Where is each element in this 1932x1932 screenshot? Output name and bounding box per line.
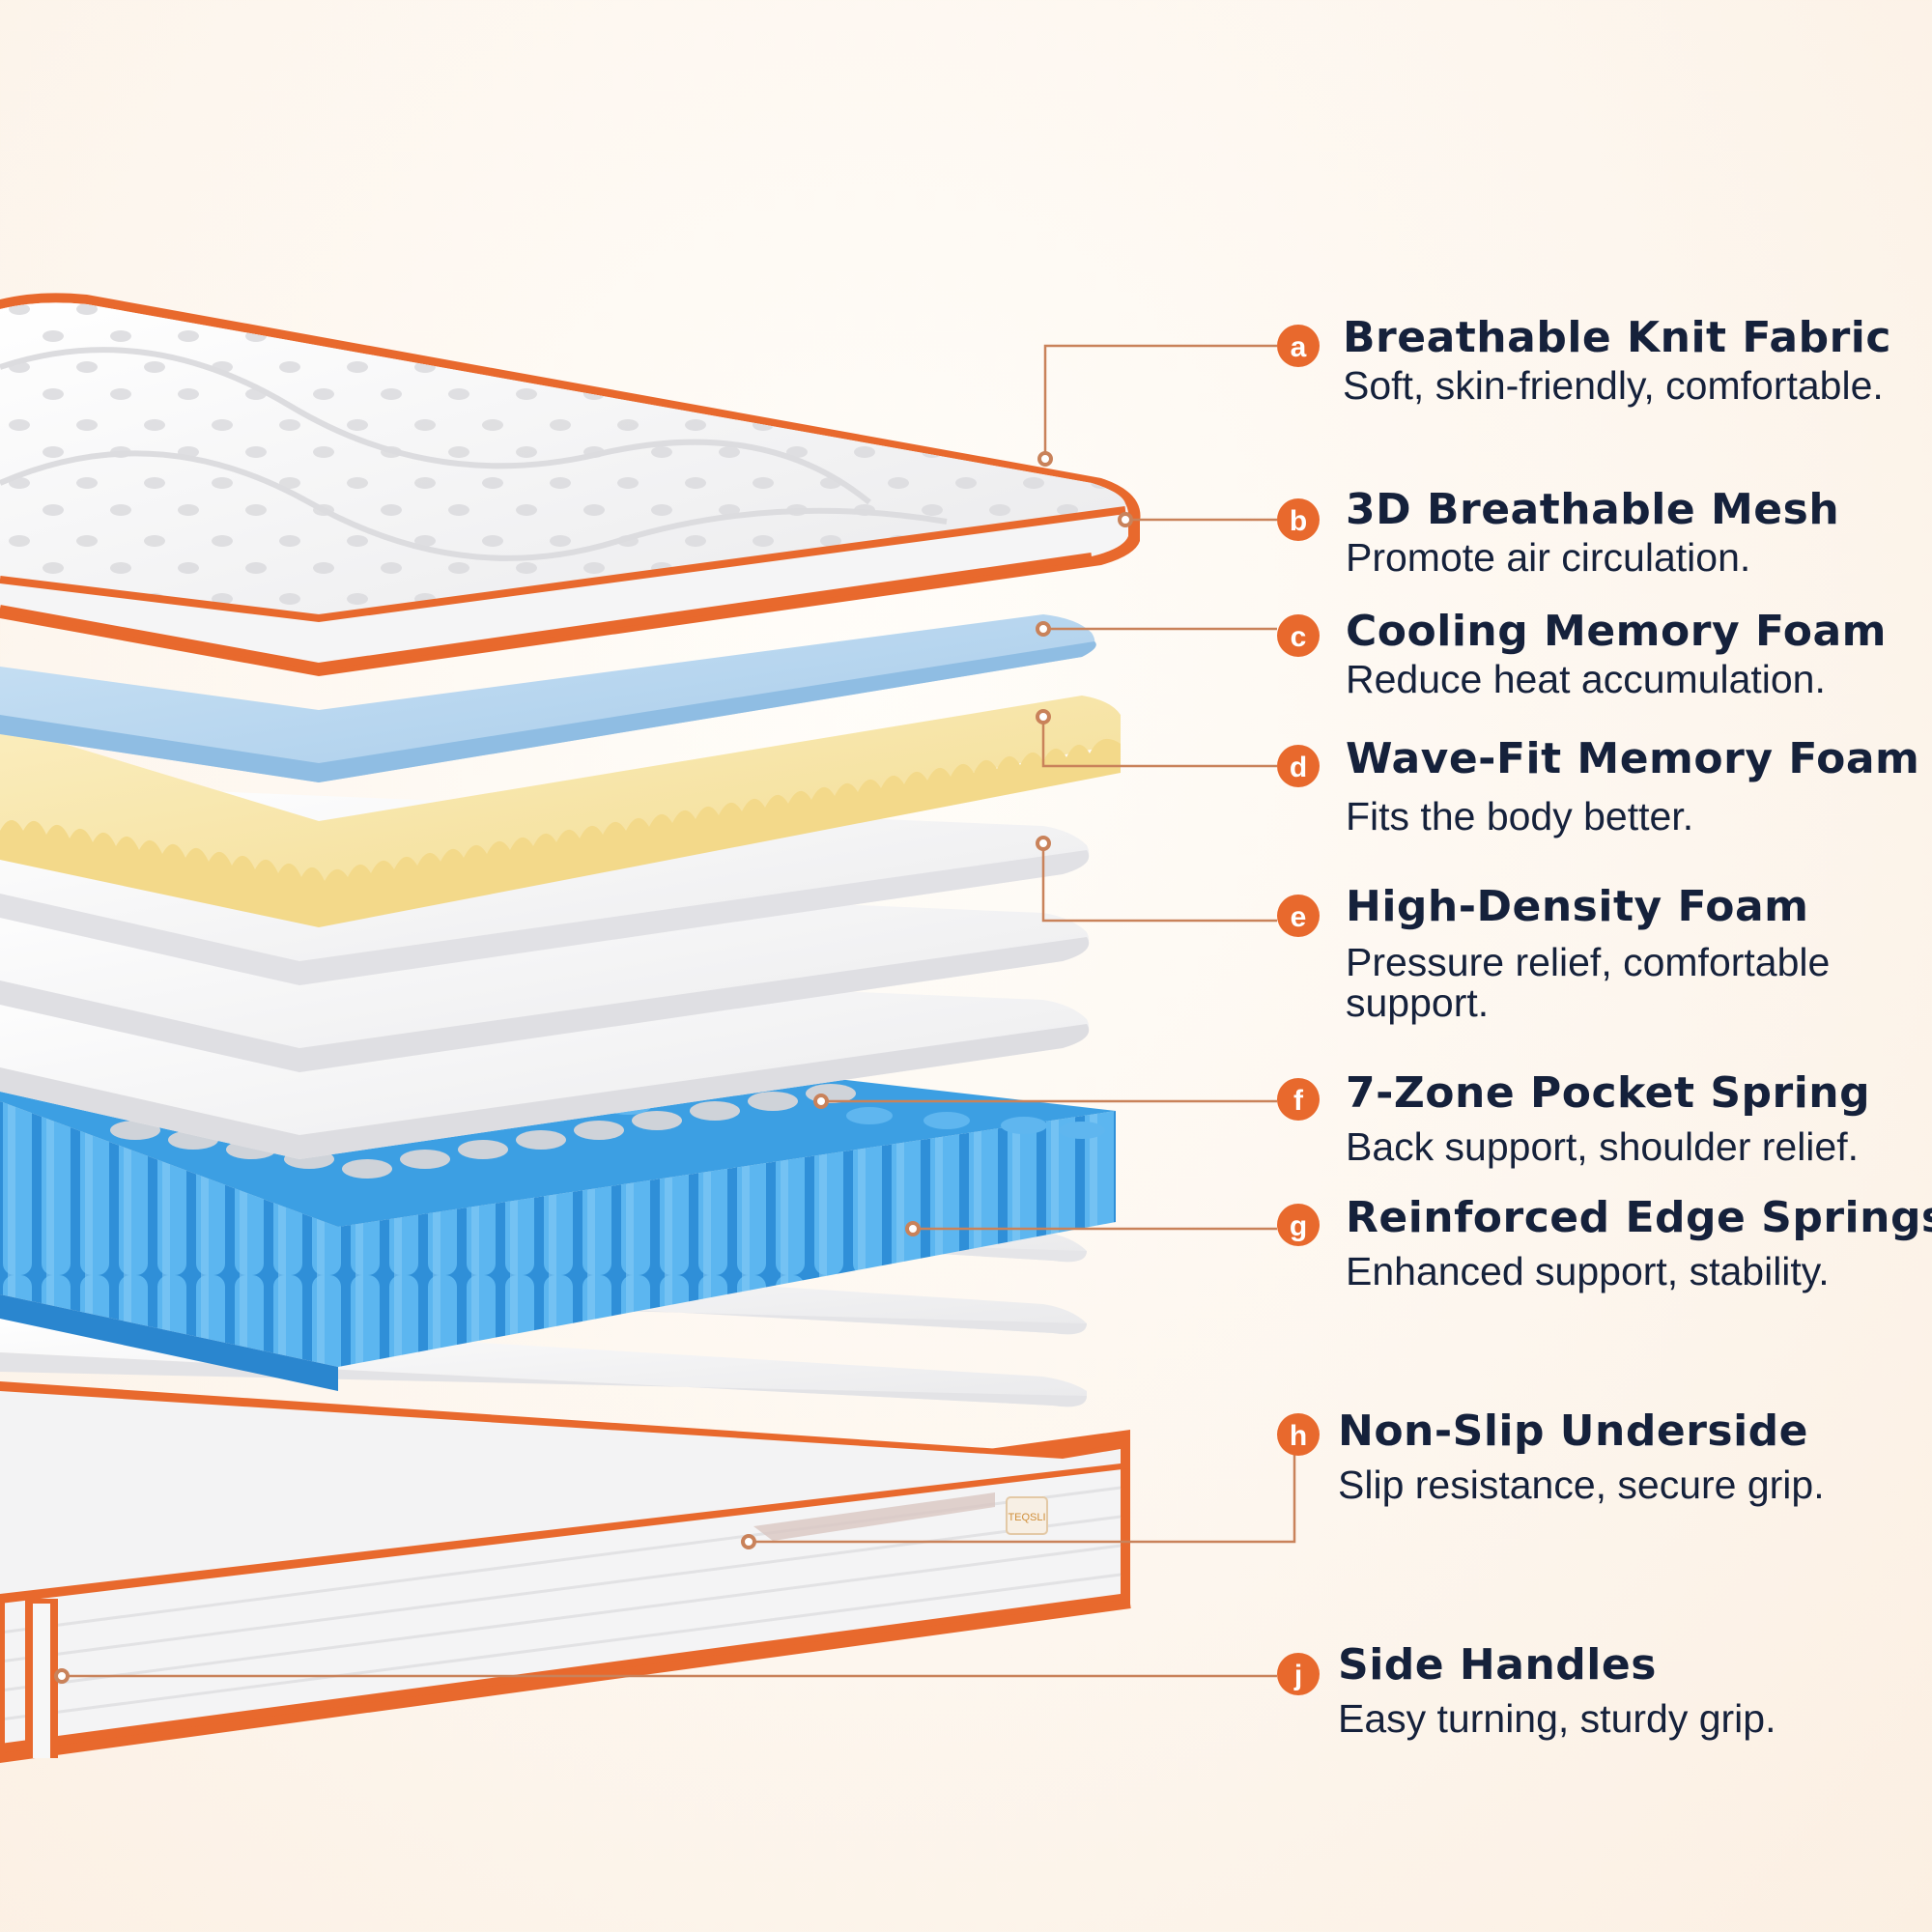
- leader-line-e: [1041, 843, 1277, 923]
- badge-d-text: d: [1290, 752, 1307, 783]
- badge-d: d: [1277, 745, 1320, 787]
- label-description: Reduce heat accumulation.: [1346, 657, 1826, 701]
- callout-dot-f: [813, 1094, 829, 1109]
- callout-dot-h: [741, 1534, 756, 1549]
- badge-e: e: [1277, 895, 1320, 937]
- badge-b: b: [1277, 498, 1320, 541]
- label-reinforced-edge-springs: Reinforced Edge Springs Enhanced support…: [1346, 1193, 1932, 1293]
- callout-dot-b: [1118, 512, 1133, 527]
- badge-e-text: e: [1291, 901, 1307, 933]
- badge-a-text: a: [1291, 331, 1307, 363]
- callout-dot-d: [1036, 709, 1051, 724]
- label-7-zone-pocket-spring: 7-Zone Pocket Spring Back support, shoul…: [1346, 1068, 1925, 1167]
- label-breathable-knit-fabric: Breathable Knit Fabric Soft, skin-friend…: [1343, 313, 1922, 406]
- callout-lines: [62, 344, 1296, 1678]
- brand-tag-text: TEQSLI: [1008, 1512, 1045, 1523]
- label-title: Wave-Fit Memory Foam: [1346, 734, 1920, 783]
- callout-dot-c: [1036, 621, 1051, 637]
- label-description: Pressure relief, comfortable support.: [1346, 940, 1831, 1025]
- label-description: Promote air circulation.: [1346, 535, 1751, 580]
- label-title: 3D Breathable Mesh: [1346, 485, 1840, 534]
- label-non-slip-underside: Non-Slip Underside Slip resistance, secu…: [1338, 1406, 1918, 1505]
- label-title: Side Handles: [1338, 1640, 1657, 1690]
- brand-tag: TEQSLI: [1006, 1496, 1048, 1535]
- label-description: Slip resistance, secure grip.: [1338, 1463, 1825, 1507]
- label-cooling-memory-foam: Cooling Memory Foam Reduce heat accumula…: [1346, 607, 1925, 699]
- label-description: Enhanced support, stability.: [1346, 1249, 1830, 1293]
- badge-j-text: j: [1293, 1660, 1302, 1691]
- wave-memory-foam-layer: [0, 696, 1121, 927]
- label-title: 7-Zone Pocket Spring: [1346, 1068, 1871, 1118]
- badge-c-text: c: [1291, 621, 1307, 653]
- badge-a: a: [1277, 325, 1320, 367]
- cooling-memory-foam-layer: [0, 614, 1096, 782]
- label-title: Reinforced Edge Springs: [1346, 1193, 1932, 1242]
- callout-dots: [54, 451, 1133, 1684]
- high-density-foam-layer: [0, 782, 1090, 1159]
- badge-h-text: h: [1290, 1420, 1307, 1452]
- label-description: Fits the body better.: [1346, 794, 1694, 838]
- leader-line-a: [1043, 344, 1277, 459]
- badge-j: j: [1277, 1653, 1320, 1695]
- base-layer: TEQSLI: [0, 1381, 1131, 1764]
- label-title: Breathable Knit Fabric: [1343, 313, 1891, 362]
- label-description: Easy turning, sturdy grip.: [1338, 1696, 1776, 1741]
- badge-c: c: [1277, 614, 1320, 657]
- leader-line-h: [749, 1449, 1296, 1544]
- badge-g: g: [1277, 1204, 1320, 1246]
- label-3d-breathable-mesh: 3D Breathable Mesh Promote air circulati…: [1346, 485, 1925, 578]
- badge-f-text: f: [1293, 1085, 1304, 1117]
- label-wave-fit-memory-foam: Wave-Fit Memory Foam Fits the body bette…: [1346, 734, 1925, 837]
- leader-line-d: [1041, 717, 1277, 768]
- label-description: Back support, shoulder relief.: [1346, 1124, 1859, 1169]
- badge-b-text: b: [1290, 505, 1307, 537]
- top-knit-cover: [0, 293, 1141, 676]
- label-high-density-foam: High-Density Foam Pressure relief, comfo…: [1346, 882, 1887, 1023]
- badge-g-text: g: [1290, 1210, 1307, 1242]
- callout-dot-j: [54, 1668, 70, 1684]
- badge-h: h: [1277, 1413, 1320, 1456]
- callout-dot-a: [1037, 451, 1053, 467]
- badges: a b c d e f g h j: [1277, 325, 1320, 1695]
- label-title: Cooling Memory Foam: [1346, 607, 1887, 656]
- badge-f: f: [1277, 1078, 1320, 1121]
- label-title: High-Density Foam: [1346, 882, 1809, 931]
- label-title: Non-Slip Underside: [1338, 1406, 1809, 1456]
- pocket-spring-layer: [0, 1072, 1116, 1391]
- label-side-handles: Side Handles Easy turning, sturdy grip.: [1338, 1640, 1918, 1739]
- label-description: Soft, skin-friendly, comfortable.: [1343, 363, 1884, 408]
- callout-dot-g: [905, 1221, 921, 1236]
- callout-dot-e: [1036, 836, 1051, 851]
